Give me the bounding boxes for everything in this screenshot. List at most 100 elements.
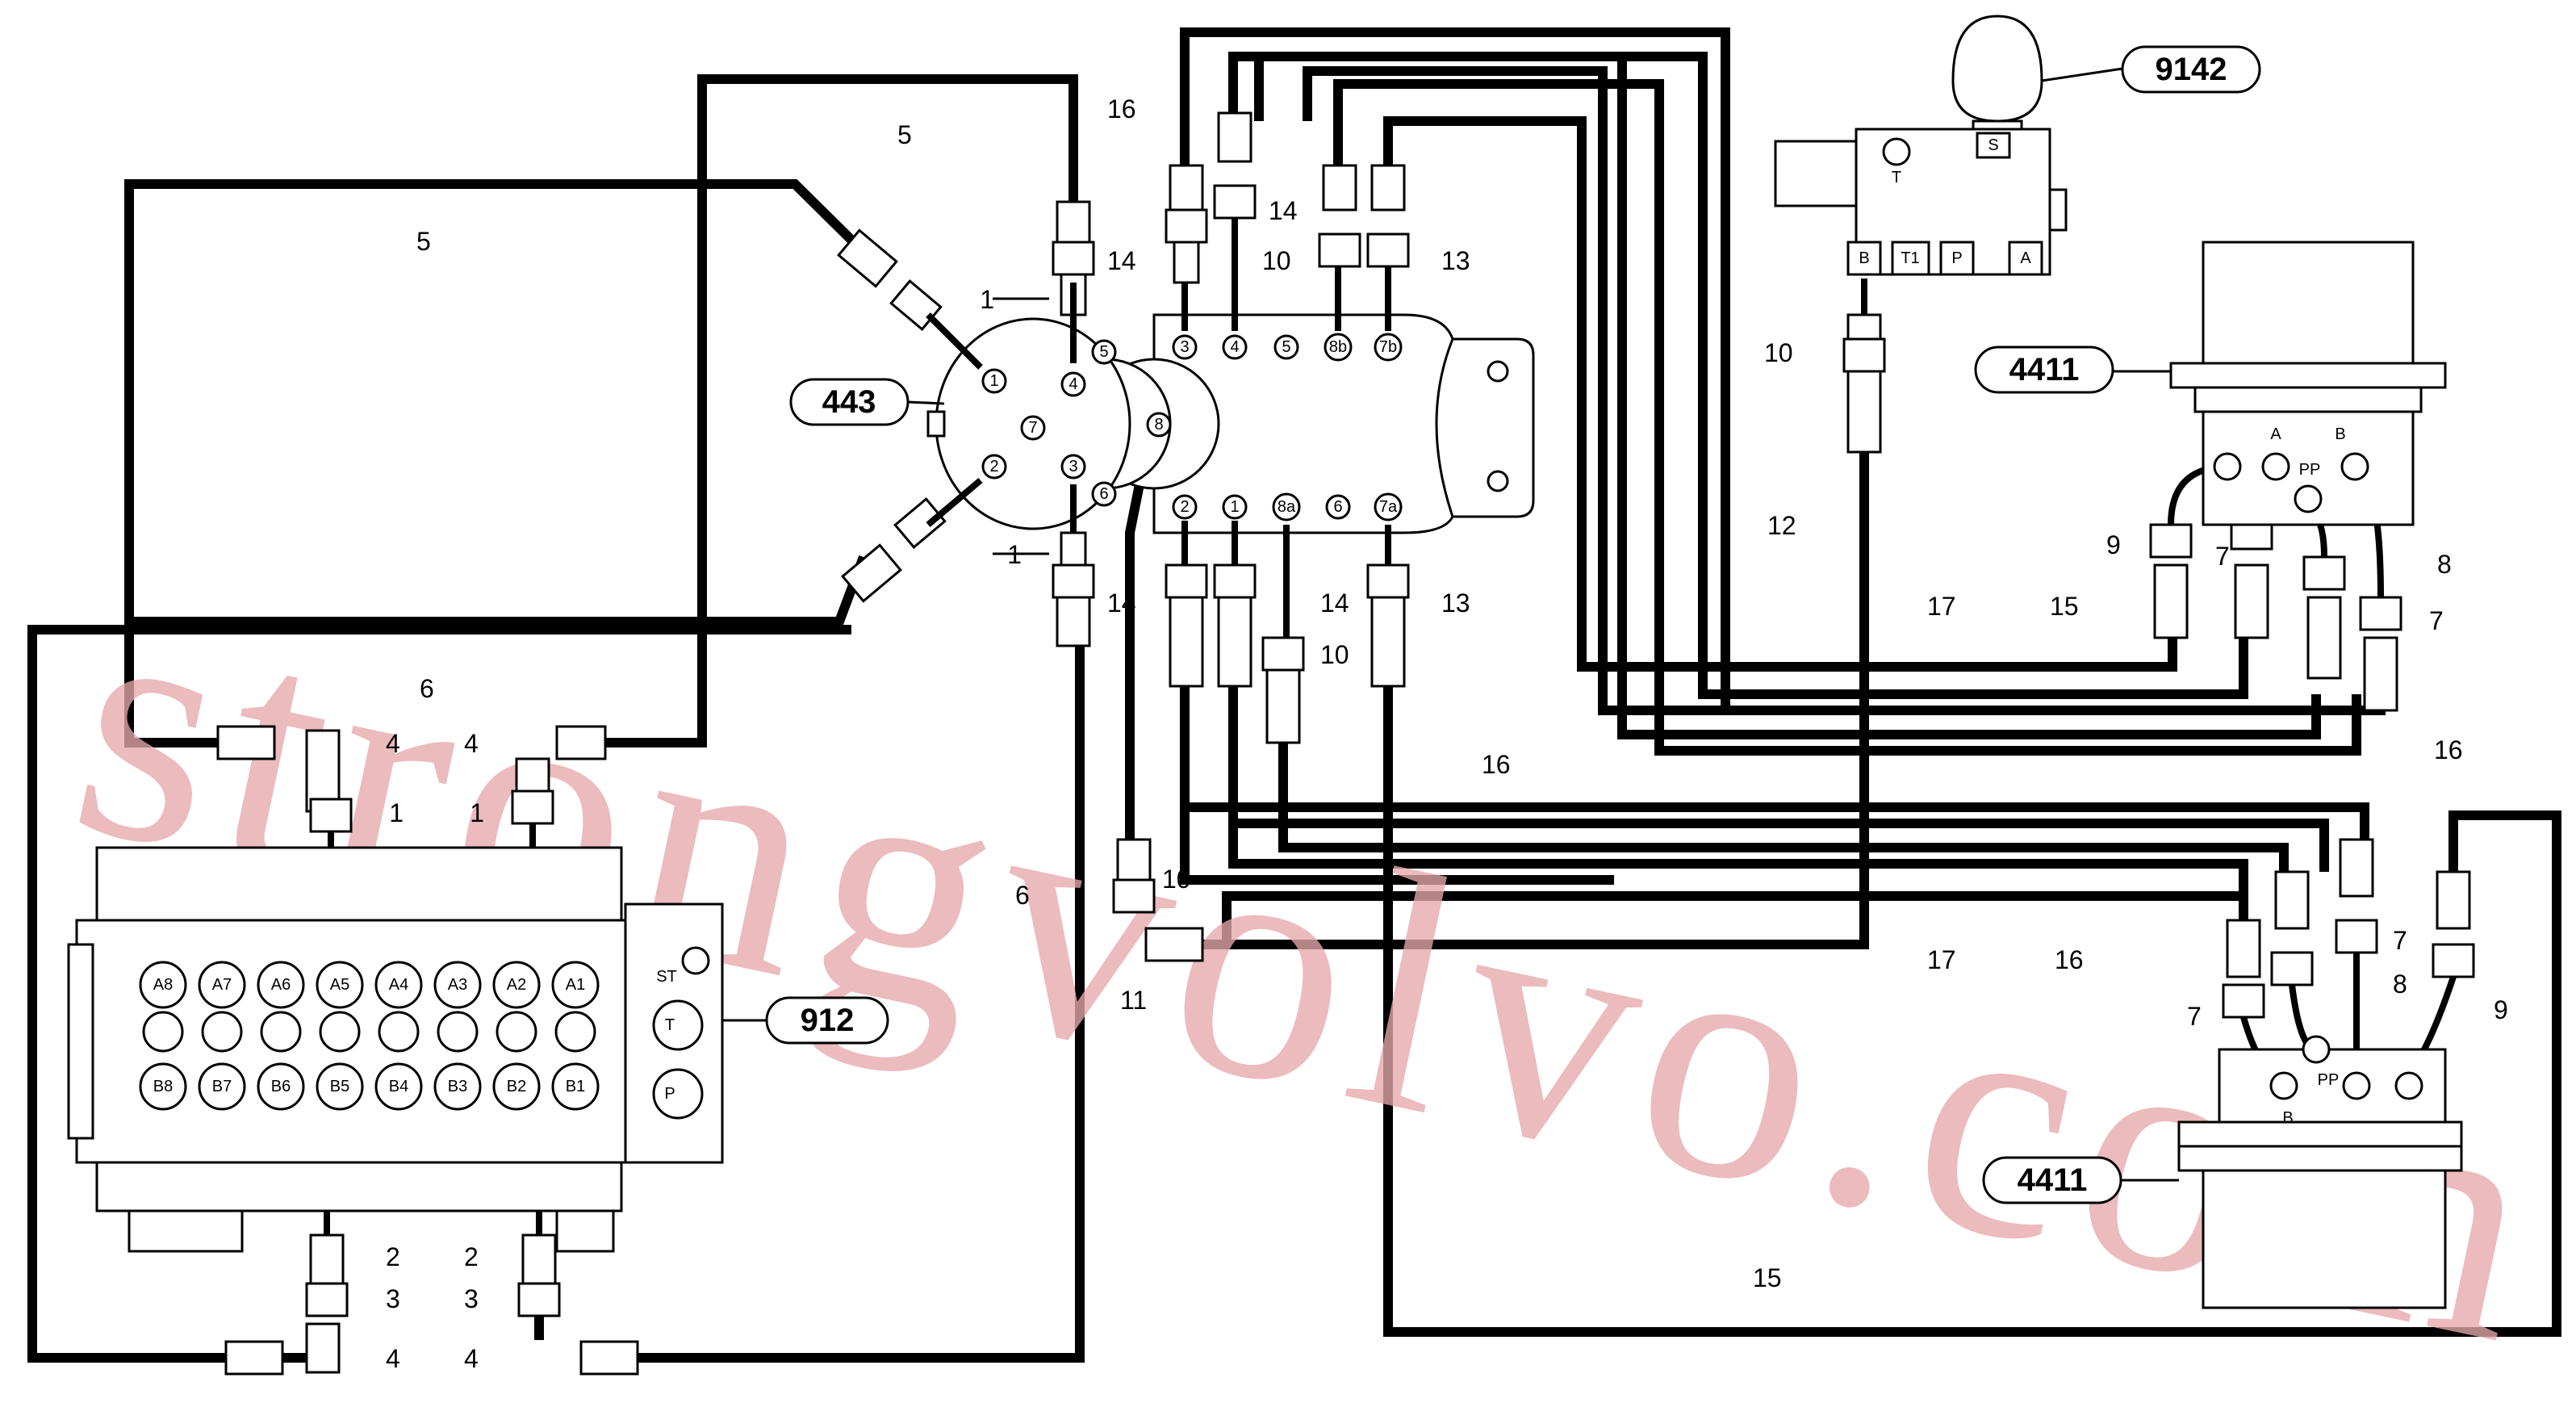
control-valve-912: ST T P A8 B8 A7 B7 A6 — [67, 846, 889, 1253]
fittings — [216, 111, 2475, 1376]
port-a3-circle — [433, 961, 482, 1009]
swivel-port-5 — [1091, 339, 1117, 365]
pipe-12 — [1160, 452, 1869, 949]
callout-17b: 17 — [1927, 945, 1956, 974]
swivel-port-3-label: 3 — [1068, 458, 1077, 475]
pipe-16-lower — [1180, 686, 2369, 840]
manifold-port-7a — [1374, 492, 1403, 521]
tag-443-box — [789, 378, 910, 426]
fitting-8b-nut — [2270, 951, 2314, 986]
fitting-4c-hose — [224, 1340, 284, 1376]
motor-top-port-4 — [2340, 452, 2369, 481]
manifold-port-7a-label: 7a — [1379, 498, 1398, 516]
fitting-1-diag-upper — [837, 228, 898, 288]
pipe-6-inner — [124, 555, 868, 743]
fitting-7c-nut — [2222, 983, 2265, 1019]
callout-6a: 6 — [420, 674, 434, 703]
callout-12: 12 — [1767, 511, 1796, 540]
motor-bottom-port-b: B — [2282, 1109, 2293, 1127]
manifold-port-7b — [1374, 333, 1403, 362]
pipe-17-lower — [1228, 823, 2248, 896]
fitting-13b-hose — [1370, 596, 1406, 688]
fitting-1-diag-lower — [841, 543, 902, 603]
control-valve-sections: A8 B8 A7 B7 A6 B6 A5 — [139, 961, 600, 1111]
port-b4-circle — [374, 1062, 423, 1111]
control-valve-port-p-circle — [652, 1068, 704, 1120]
control-valve-st-plug — [681, 946, 710, 975]
callout-7d: 7 — [2393, 926, 2407, 955]
callout-1a: 1 — [980, 285, 994, 314]
valve-9142-port-t1-box — [1891, 241, 1930, 276]
swivel-body — [1152, 313, 1535, 534]
valve-9142-solenoid — [1774, 140, 1858, 207]
control-valve-port-p: P — [664, 1085, 675, 1103]
pipe-5-top — [605, 74, 1078, 748]
port-b3: B3 — [448, 1078, 467, 1095]
callout-3b: 3 — [464, 1284, 479, 1313]
swivel-stub — [926, 410, 946, 438]
callout-4b: 4 — [464, 729, 479, 758]
fitting-4d-hose — [579, 1340, 639, 1376]
manifold-port-1 — [1222, 494, 1248, 520]
callout-15a: 15 — [2050, 592, 2079, 621]
arrow-into-port-1 — [926, 312, 983, 370]
callout-1d: 1 — [470, 798, 484, 827]
pipe-15-top-lower — [1303, 66, 1725, 715]
port-b5-circle — [316, 1062, 364, 1111]
fitting-9b-hose — [2436, 870, 2471, 930]
manifold-port-2-label: 2 — [1180, 498, 1189, 516]
swivel-port-4 — [1060, 371, 1086, 397]
fitting-1-diag-lower-nut — [893, 497, 947, 549]
fitting-14d-nut — [1213, 563, 1257, 599]
pipe-16-upper — [1180, 27, 1792, 715]
fitting-1b-nut — [511, 789, 554, 825]
callout-15b: 15 — [1753, 1263, 1782, 1292]
port-a1: A1 — [566, 976, 585, 994]
fitting-11-hose — [1144, 927, 1204, 962]
port-a8-circle — [139, 961, 187, 1009]
accumulator — [1951, 15, 2043, 123]
fitting-7a-hose — [2234, 563, 2269, 639]
fitting-3b — [517, 1282, 561, 1317]
control-valve-bottom-solenoids — [95, 1161, 623, 1212]
callout-5b: 5 — [416, 227, 431, 256]
fitting-10b-hose — [1265, 668, 1301, 744]
pipe-15-lower-loop — [1383, 686, 2561, 1337]
motor-top-port-1 — [2213, 452, 2242, 481]
callout-1c: 1 — [389, 798, 404, 827]
section-4: A4 B4 — [374, 961, 423, 1111]
callout-14d: 14 — [1320, 588, 1349, 618]
pipe-6-bottom-return — [638, 646, 1085, 1363]
fitting-1b-stem — [515, 757, 550, 793]
control-valve-bottom-cap-1 — [128, 1209, 244, 1253]
tag-912: 912 — [801, 1003, 855, 1038]
pipe-14-upper — [1228, 52, 2248, 699]
section-6: A6 B6 — [257, 961, 305, 1111]
section-3-middle — [437, 1011, 479, 1053]
valve-9142-port-p-box — [1939, 241, 1975, 276]
callout-14b: 14 — [1269, 196, 1298, 225]
swivel-port-8-label: 8 — [1154, 416, 1163, 433]
manifold-port-3 — [1172, 334, 1198, 360]
fitting-14c-nut — [1165, 563, 1208, 599]
control-valve-top-solenoids — [95, 846, 623, 922]
motor-top-port-a: A — [2270, 425, 2281, 443]
port-a8: A8 — [153, 976, 173, 994]
manifold-port-6-label: 6 — [1333, 498, 1342, 516]
tag-443-leader — [907, 400, 945, 405]
fitting-4a-hose — [216, 725, 276, 760]
callout-17a: 17 — [1927, 592, 1956, 621]
callout-2a: 2 — [386, 1242, 400, 1271]
port-a1-circle — [551, 961, 600, 1009]
port-b8-circle — [139, 1062, 187, 1111]
fitting-1a-nut — [309, 798, 353, 833]
fitting-13a-nut — [1366, 232, 1410, 268]
port-a7: A7 — [212, 976, 232, 994]
port-a4-circle — [374, 961, 423, 1009]
fitting-10c-hose — [1846, 370, 1882, 454]
tag-4411-top: 4411 — [2009, 352, 2080, 387]
valve-9142-port-a-box — [2008, 241, 2043, 276]
port-a6-circle — [257, 961, 305, 1009]
port-a6: A6 — [271, 976, 291, 994]
motor-top-flange — [2169, 362, 2447, 389]
